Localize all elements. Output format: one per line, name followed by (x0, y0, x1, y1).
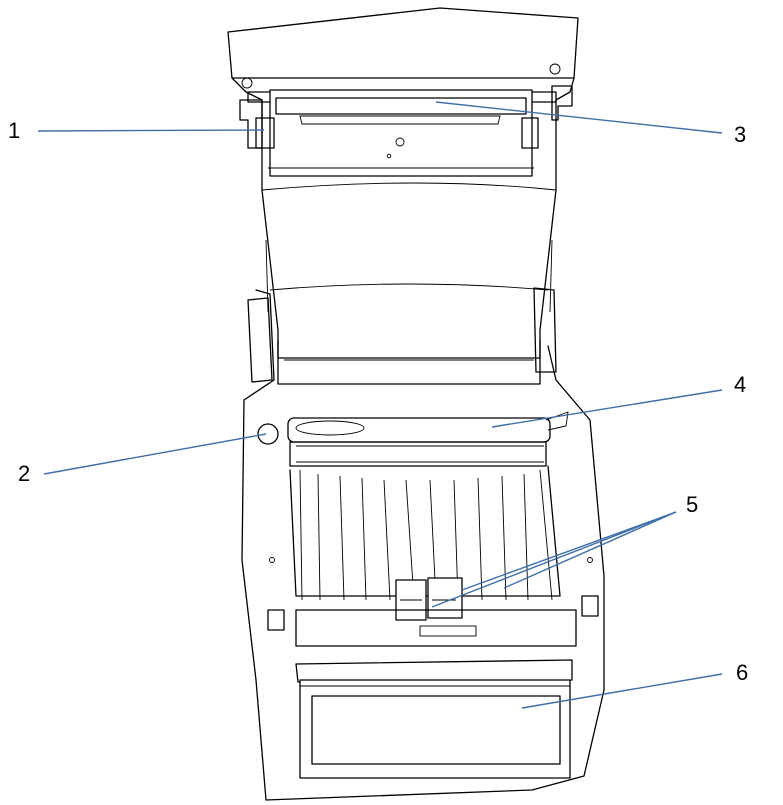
leader-5a (431, 511, 677, 608)
callout-label-5: 5 (686, 492, 699, 517)
callout-label-6: 6 (736, 660, 749, 685)
leader-1 (37, 129, 265, 132)
leader-5b (461, 511, 677, 591)
callout-leaders (37, 101, 723, 709)
front-cover (267, 595, 599, 779)
platen-roller (287, 411, 569, 467)
callout-label-4: 4 (734, 372, 747, 397)
callout-label-1: 1 (8, 118, 21, 143)
printer-base (241, 287, 605, 801)
callout-label-2: 2 (18, 461, 31, 486)
leader-4 (491, 389, 723, 428)
leader-3 (435, 101, 723, 134)
leader-2 (43, 433, 267, 475)
paper-guides (395, 577, 477, 637)
leader-6 (521, 673, 723, 709)
print-head-assembly (255, 89, 539, 177)
leader-5c (503, 511, 677, 589)
callout-label-3: 3 (734, 122, 747, 147)
top-cover (227, 7, 579, 359)
